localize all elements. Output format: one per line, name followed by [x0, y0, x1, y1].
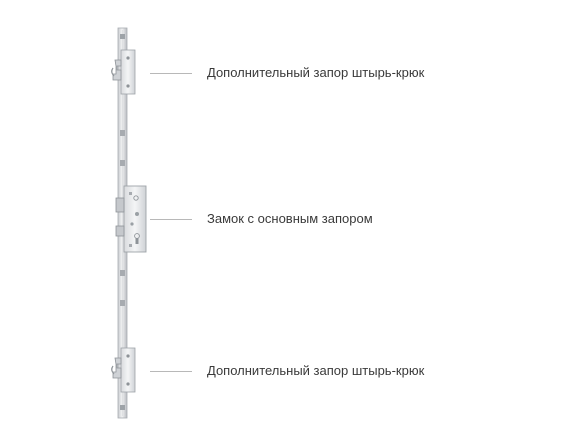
callout-label-middle: Замок с основным запором	[207, 211, 373, 226]
callout-leader-bottom	[150, 371, 192, 372]
top-hook-bolt	[111, 49, 136, 95]
callout-label-bottom: Дополнительный запор штырь-крюк	[207, 363, 425, 378]
main-lock-case	[115, 185, 147, 253]
callout-leader-top	[150, 73, 192, 74]
callout-label-top: Дополнительный запор штырь-крюк	[207, 65, 425, 80]
callout-leader-middle	[150, 219, 192, 220]
bottom-hook-bolt	[111, 347, 136, 393]
